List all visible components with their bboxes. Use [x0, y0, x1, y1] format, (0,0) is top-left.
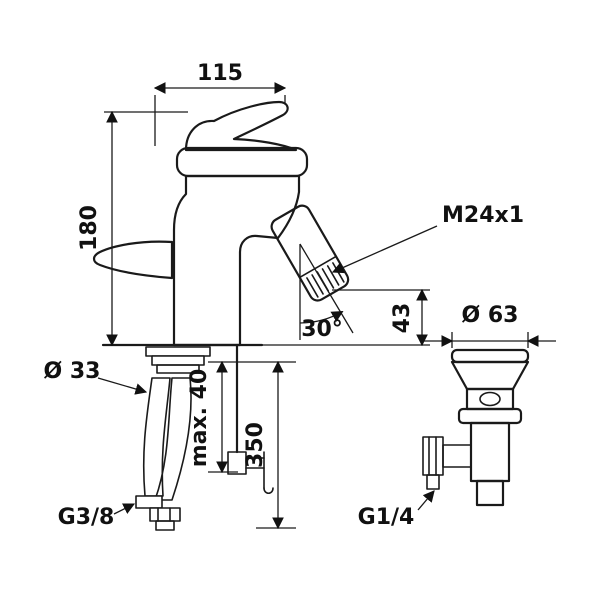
waste-tailpiece — [475, 479, 505, 507]
label-dia-63: Ø 63 — [462, 303, 519, 328]
label-g14: G1/4 — [358, 505, 415, 530]
label-g38: G3/8 — [58, 505, 115, 530]
waste-cone — [450, 360, 530, 391]
dim-width-115: 115 — [153, 61, 287, 94]
mounting-hardware — [145, 346, 211, 374]
dim-115-label: 115 — [197, 61, 243, 86]
handle-side-profile — [92, 240, 174, 280]
hose-fitting — [135, 495, 163, 509]
label-30deg: 30° — [301, 317, 343, 342]
aerator-knurling — [306, 262, 345, 298]
supply-hoses — [135, 377, 192, 531]
label-waste-thread: G1/4 — [358, 490, 435, 530]
side-nut — [422, 436, 444, 476]
waste-assembly-group — [422, 348, 530, 507]
dim-waste-dia-63: Ø 63 — [424, 303, 556, 347]
label-dia-33: Ø 33 — [44, 359, 101, 384]
dim-max-40: max. 40 — [187, 360, 228, 474]
label-m24x1: M24x1 — [442, 203, 524, 228]
cartridge-dome — [175, 146, 309, 178]
faucet-body-group — [92, 100, 350, 531]
waste-cap — [450, 348, 530, 364]
side-pipe — [442, 444, 472, 468]
mixer-body — [172, 174, 301, 347]
side-nut-tail — [426, 474, 440, 490]
dim-43-label: 43 — [390, 303, 415, 334]
dim-spout-43: 43 — [390, 288, 428, 347]
dim-rod-350: 350 — [243, 360, 284, 530]
waste-body — [469, 421, 511, 483]
label-aerator-thread: M24x1 — [331, 203, 524, 274]
overflow-hole — [479, 391, 501, 407]
dim-350-label: 350 — [243, 422, 268, 468]
lever-handle — [184, 100, 298, 152]
dim-hole-dia-33: Ø 33 — [44, 359, 148, 395]
popup-rod-linkage — [227, 343, 274, 495]
dim-180-label: 180 — [77, 205, 102, 251]
dim-angle-30: 30° — [299, 243, 354, 342]
hose-fitting-nut — [149, 507, 181, 522]
waste-flange — [457, 407, 523, 425]
spout-aerator — [270, 204, 350, 302]
label-inlet-thread: G3/8 — [58, 503, 136, 530]
label-max-40: max. 40 — [187, 369, 212, 468]
dim-height-180: 180 — [77, 110, 118, 347]
